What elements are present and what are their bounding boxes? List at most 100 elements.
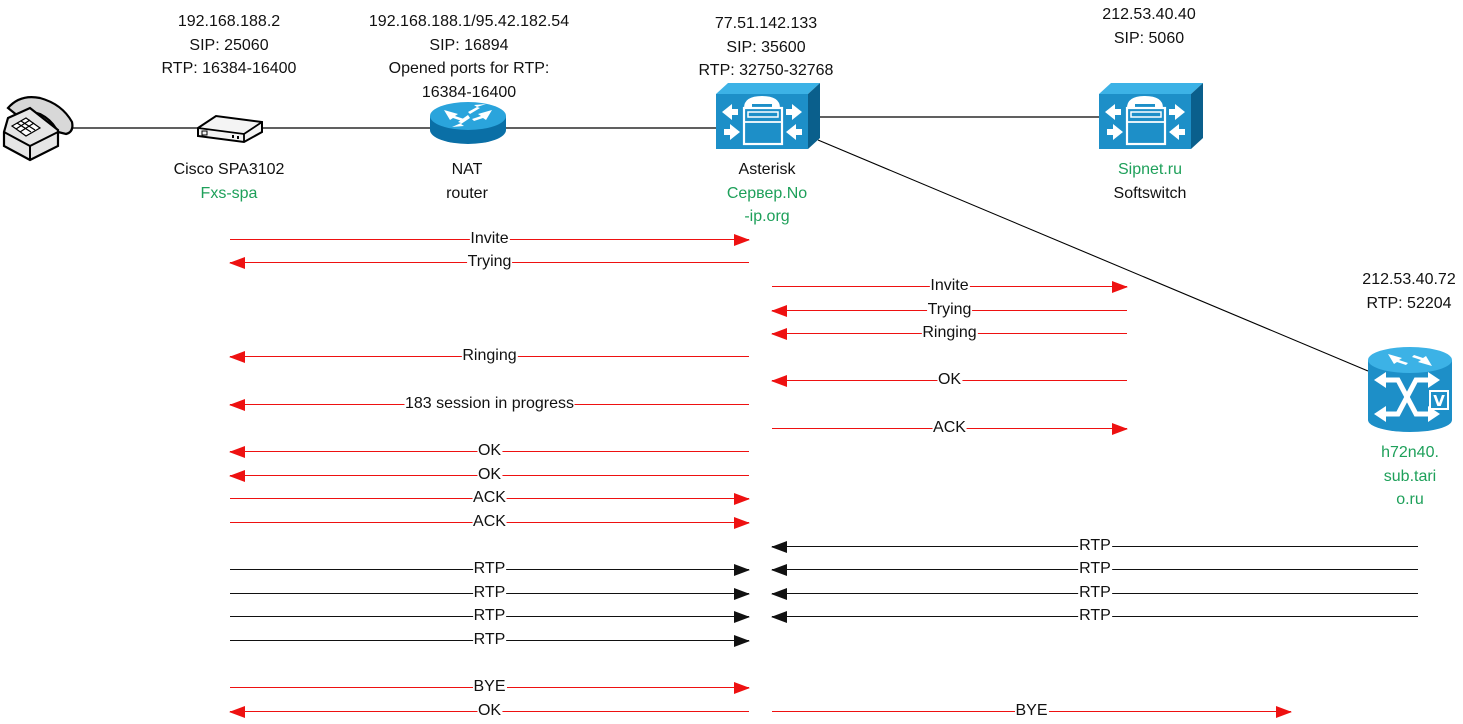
message-arrow-rtp: RTP bbox=[771, 582, 1418, 604]
spa-info: 192.168.188.2 SIP: 25060 RTP: 16384-1640… bbox=[162, 10, 297, 81]
sipnet-hostname: Sipnet.ru bbox=[1117, 161, 1183, 178]
arrowhead-left-icon bbox=[771, 564, 787, 576]
message-arrow-ack: ACK bbox=[230, 511, 750, 533]
message-label: ACK bbox=[472, 511, 507, 533]
asterisk-sip-port: SIP: 35600 bbox=[726, 38, 806, 56]
message-label: Trying bbox=[466, 251, 513, 273]
asterisk-info: 77.51.142.133 SIP: 35600 RTP: 32750-3276… bbox=[699, 12, 834, 83]
h72-name: h72n40. sub.tari o.ru bbox=[1381, 441, 1439, 512]
link-asterisk-h72 bbox=[817, 139, 1369, 372]
message-label: Trying bbox=[926, 299, 973, 321]
arrowhead-right-icon bbox=[734, 611, 750, 623]
spa-name: Cisco SPA3102 Fxs-spa bbox=[174, 158, 285, 205]
arrowhead-left-icon bbox=[229, 399, 245, 411]
message-arrow-ringing: Ringing bbox=[771, 322, 1127, 344]
sipnet-ip: 212.53.40.40 bbox=[1102, 6, 1196, 23]
arrowhead-left-icon bbox=[229, 351, 245, 363]
spa-hostname: Fxs-spa bbox=[200, 184, 258, 202]
message-arrow-rtp: RTP bbox=[771, 558, 1418, 580]
arrowhead-left-icon bbox=[229, 257, 245, 269]
call-manager-icon bbox=[1099, 83, 1203, 149]
message-arrow-rtp: RTP bbox=[771, 535, 1418, 557]
arrowhead-left-icon bbox=[229, 470, 245, 482]
message-arrow-rtp: RTP bbox=[230, 629, 750, 651]
sipnet-info: 212.53.40.40 SIP: 5060 bbox=[1102, 3, 1195, 50]
message-arrow-invite: Invite bbox=[230, 228, 750, 250]
voice-switch-icon: V bbox=[1368, 347, 1452, 432]
sipnet-sip-port: SIP: 5060 bbox=[1113, 29, 1185, 47]
asterisk-rtp-ports: RTP: 32750-32768 bbox=[698, 62, 834, 79]
sipnet-name: Sipnet.ru Softswitch bbox=[1114, 158, 1187, 205]
arrowhead-right-icon bbox=[734, 234, 750, 246]
h72-host-1: h72n40. bbox=[1381, 444, 1439, 461]
message-arrow-rtp: RTP bbox=[771, 605, 1418, 627]
call-manager-icon bbox=[716, 83, 820, 149]
message-arrow-trying: Trying bbox=[771, 299, 1127, 321]
message-label: OK bbox=[476, 440, 503, 462]
message-arrow-ack: ACK bbox=[230, 487, 750, 509]
message-arrow-rtp: RTP bbox=[230, 582, 750, 604]
message-label: RTP bbox=[1078, 535, 1112, 557]
message-label: RTP bbox=[1078, 558, 1112, 580]
message-label: OK bbox=[936, 369, 963, 391]
arrowhead-right-icon bbox=[1276, 706, 1292, 718]
spa-rtp-ports: RTP: 16384-16400 bbox=[161, 60, 297, 77]
nat-info: 192.168.188.1/95.42.182.54 SIP: 16894 Op… bbox=[369, 10, 569, 104]
nat-sip-port: SIP: 16894 bbox=[429, 36, 509, 54]
nat-rtp-note: Opened ports for RTP: bbox=[388, 60, 550, 77]
message-label: RTP bbox=[1078, 582, 1112, 604]
arrowhead-right-icon bbox=[734, 682, 750, 694]
arrowhead-right-icon bbox=[1112, 423, 1128, 435]
message-label: Invite bbox=[929, 275, 970, 297]
arrowhead-right-icon bbox=[734, 564, 750, 576]
arrowhead-left-icon bbox=[771, 328, 787, 340]
message-label: BYE bbox=[1014, 700, 1049, 722]
asterisk-title: Asterisk bbox=[738, 161, 796, 178]
nat-subtitle: router bbox=[446, 184, 488, 202]
message-arrow-ok: OK bbox=[229, 700, 749, 722]
arrowhead-right-icon bbox=[734, 588, 750, 600]
router-icon bbox=[430, 102, 506, 144]
telephone-icon bbox=[2, 96, 74, 162]
message-arrow-ok: OK bbox=[229, 464, 749, 486]
arrowhead-right-icon bbox=[734, 493, 750, 505]
message-label: ACK bbox=[932, 417, 967, 439]
spa-model: Cisco SPA3102 bbox=[173, 161, 285, 178]
arrowhead-left-icon bbox=[771, 588, 787, 600]
message-arrow-bye: BYE bbox=[772, 700, 1292, 722]
spa-sip-port: SIP: 25060 bbox=[189, 36, 269, 54]
message-label: OK bbox=[476, 700, 503, 722]
arrowhead-right-icon bbox=[734, 517, 750, 529]
message-label: OK bbox=[476, 464, 503, 486]
message-label: Ringing bbox=[921, 322, 978, 344]
svg-text:V: V bbox=[1433, 392, 1445, 410]
message-label: RTP bbox=[1078, 605, 1112, 627]
spa-ip: 192.168.188.2 bbox=[177, 13, 281, 30]
arrowhead-right-icon bbox=[734, 635, 750, 647]
nat-name: NAT router bbox=[446, 158, 488, 205]
nat-ip: 192.168.188.1/95.42.182.54 bbox=[368, 13, 570, 30]
arrowhead-left-icon bbox=[229, 446, 245, 458]
arrowhead-right-icon bbox=[1112, 281, 1128, 293]
arrowhead-left-icon bbox=[771, 541, 787, 553]
message-arrow-trying: Trying bbox=[229, 251, 749, 273]
message-arrow-rtp: RTP bbox=[230, 605, 750, 627]
message-arrow-ringing: Ringing bbox=[229, 345, 749, 367]
asterisk-host-1: Сервер.No bbox=[726, 184, 808, 202]
arrowhead-left-icon bbox=[771, 375, 787, 387]
asterisk-ip: 77.51.142.133 bbox=[714, 15, 818, 32]
arrowhead-left-icon bbox=[771, 305, 787, 317]
message-label: Ringing bbox=[461, 345, 518, 367]
message-label: RTP bbox=[472, 629, 507, 651]
message-label: RTP bbox=[472, 582, 507, 604]
asterisk-host-2: -ip.org bbox=[744, 208, 790, 225]
message-arrow-invite: Invite bbox=[772, 275, 1128, 297]
arrowhead-left-icon bbox=[229, 706, 245, 718]
message-arrow-ok: OK bbox=[771, 369, 1127, 391]
message-label: Invite bbox=[469, 228, 510, 250]
message-label: ACK bbox=[472, 487, 507, 509]
message-label: BYE bbox=[472, 676, 507, 698]
h72-ip: 212.53.40.72 bbox=[1362, 271, 1456, 288]
